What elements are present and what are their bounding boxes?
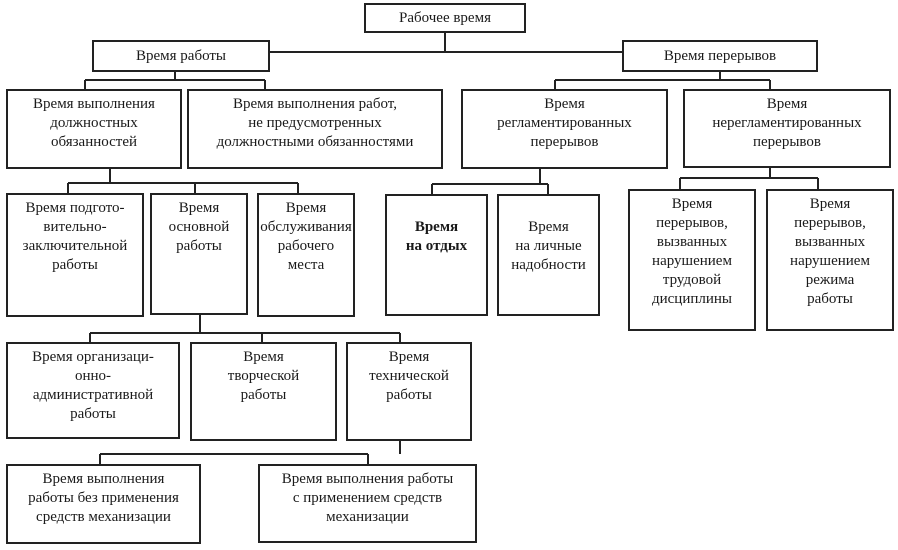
root-box: Рабочее время [364,3,526,33]
non-duties-box: Время выполнения работ, не предусмотренн… [187,89,443,169]
prep-work-box: Время подгото- вительно- заключительной … [6,193,144,317]
main-work-box: Время основной работы [150,193,248,315]
with-mechanization-box: Время выполнения работы с применением ср… [258,464,477,543]
duties-box: Время выполнения должностных обязанносте… [6,89,182,169]
workplace-service-box: Время обслуживания рабочего места [257,193,355,317]
creative-work-box: Время творческой работы [190,342,337,441]
org-admin-work-box: Время организаци- онно- административной… [6,342,180,439]
regime-breaks-box: Время перерывов, вызванных нарушением ре… [766,189,894,331]
technical-work-box: Время технической работы [346,342,472,441]
work-time-box: Время работы [92,40,270,72]
regulated-breaks-box: Время регламентированных перерывов [461,89,668,169]
rest-box: Время на отдых [385,194,488,316]
no-mechanization-box: Время выполнения работы без применения с… [6,464,201,544]
break-time-box: Время перерывов [622,40,818,72]
unregulated-breaks-box: Время нерегламентированных перерывов [683,89,891,168]
personal-needs-box: Время на личные надобности [497,194,600,316]
discipline-breaks-box: Время перерывов, вызванных нарушением тр… [628,189,756,331]
